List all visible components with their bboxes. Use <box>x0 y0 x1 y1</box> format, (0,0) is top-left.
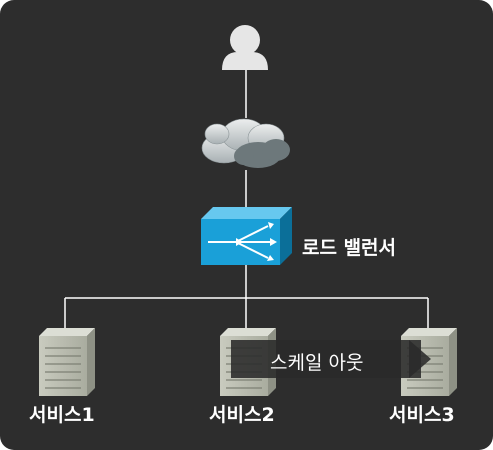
cloud-icon <box>201 118 290 168</box>
service2-label: 서비스2 <box>209 404 275 426</box>
arrow-right-icon <box>409 340 431 378</box>
connector-lines <box>64 70 429 328</box>
scale-out-banner <box>231 340 431 378</box>
user-icon <box>222 25 268 70</box>
service3-label: 서비스3 <box>389 404 455 426</box>
load-balancer-switch-icon <box>201 207 292 265</box>
load-balancer-label: 로드 밸런서 <box>302 237 397 259</box>
scale-out-label: 스케일 아웃 <box>270 352 364 374</box>
service1-label: 서비스1 <box>29 404 95 426</box>
service1-server-icon <box>39 328 95 396</box>
